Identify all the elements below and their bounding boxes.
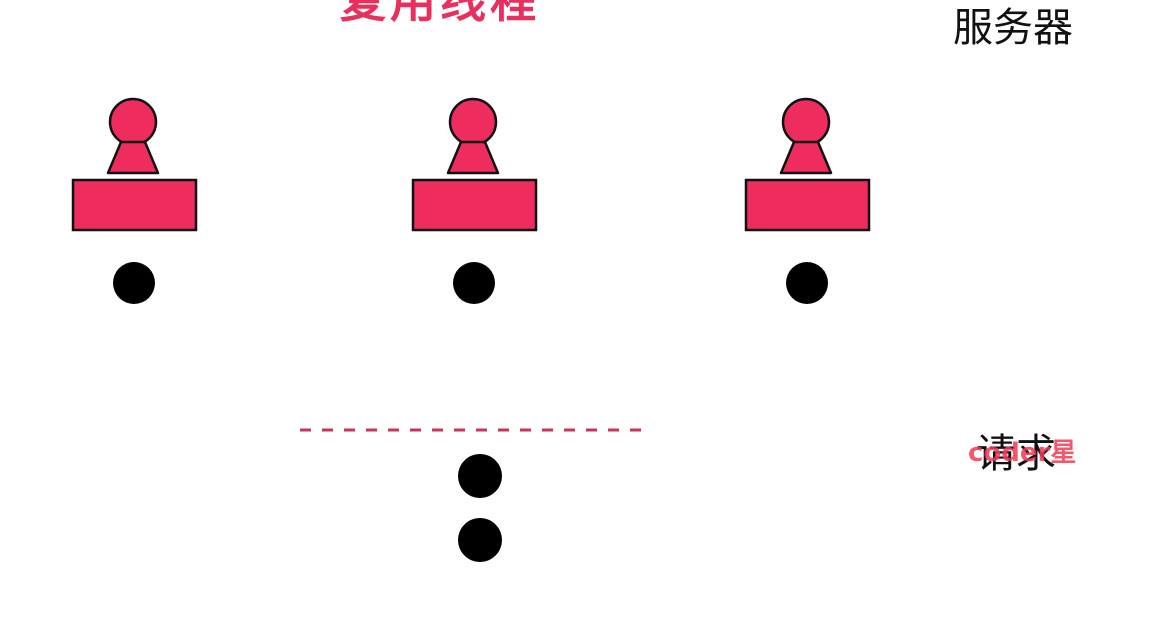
worker-head-2 (448, 97, 498, 147)
request-dot-2 (458, 518, 502, 562)
worker-body-1 (106, 140, 160, 175)
request-label: 请求 (976, 431, 1056, 477)
worker-group-2 (411, 97, 538, 304)
worker-thread-dot-2 (453, 262, 495, 304)
diagram-title: 复用线程 (340, 0, 540, 28)
worker-group-3 (744, 97, 871, 304)
worker-group-1 (71, 97, 198, 304)
worker-desk-2 (411, 178, 538, 232)
worker-thread-dot-1 (113, 262, 155, 304)
worker-head-1 (108, 97, 158, 147)
worker-body-3 (779, 140, 833, 175)
worker-desk-1 (71, 178, 198, 232)
worker-body-2 (446, 140, 500, 175)
server-label: 服务器 (953, 5, 1073, 51)
worker-desk-3 (744, 178, 871, 232)
watermark-overlay: coder星 (968, 438, 1077, 468)
worker-head-3 (781, 97, 831, 147)
worker-thread-dot-3 (786, 262, 828, 304)
request-queue (458, 454, 502, 562)
request-dot-1 (458, 454, 502, 498)
